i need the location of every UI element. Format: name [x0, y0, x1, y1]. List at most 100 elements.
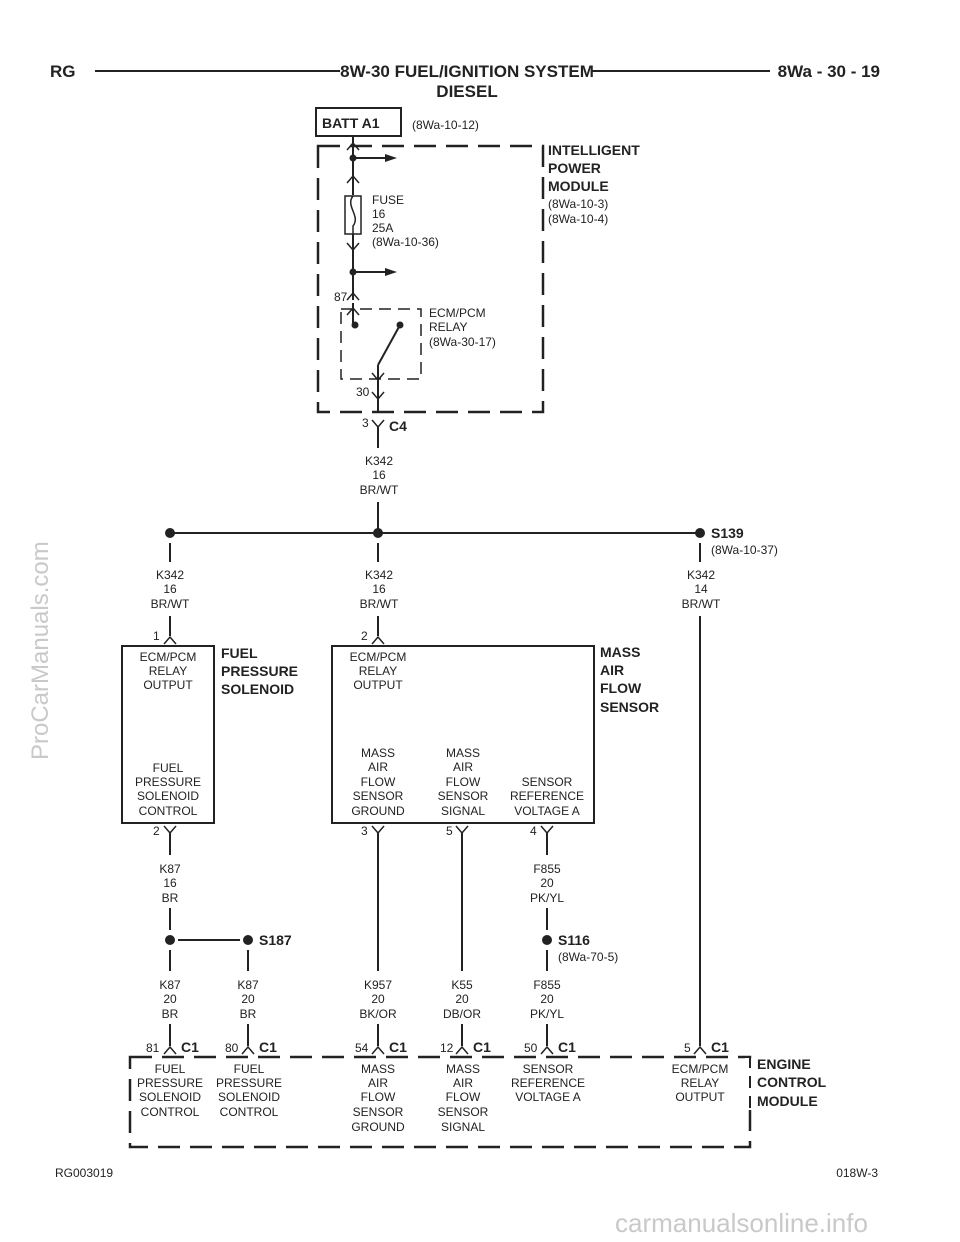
ecm-5-1: ECM/PCM	[672, 1062, 729, 1076]
fuse-element	[350, 195, 356, 234]
fps-name-3: SOLENOID	[221, 681, 294, 697]
ecm-5-3: OUTPUT	[675, 1090, 725, 1104]
f855-bot-circuit: F855	[533, 978, 561, 992]
wire-top-gauge: 16	[372, 468, 386, 482]
relay-chevron-30a	[371, 372, 385, 382]
k957-gauge: 20	[371, 992, 385, 1006]
maf-pin5-chevron	[455, 825, 469, 835]
maf-pin3: 3	[361, 824, 368, 838]
batt-a1-ref: (8Wa-10-12)	[412, 118, 479, 132]
c1-81-chevron	[163, 1045, 177, 1055]
c1-54-chevron	[371, 1045, 385, 1055]
wire-left-circuit: K342	[156, 568, 184, 582]
fuse-number: 16	[372, 207, 386, 221]
ipm-name-3: MODULE	[548, 178, 609, 194]
maf-gnd-4: SENSOR	[353, 789, 404, 803]
ecm-80-2: PRESSURE	[216, 1076, 282, 1090]
ecm-81-2: PRESSURE	[137, 1076, 203, 1090]
fps-out-4: CONTROL	[139, 804, 198, 818]
k87-16-gauge: 16	[163, 876, 177, 890]
ecm-54-5: GROUND	[351, 1120, 405, 1134]
ecm-81-1: FUEL	[155, 1062, 186, 1076]
header-left: RG	[50, 62, 76, 81]
f855-top-gauge: 20	[540, 876, 554, 890]
batt-a1-label: BATT A1	[322, 115, 380, 131]
relay-chevron-30b	[371, 391, 385, 401]
ecm-12-2: AIR	[453, 1076, 473, 1090]
fuse-ref: (8Wa-10-36)	[372, 235, 439, 249]
c1-pin-50: 50	[524, 1041, 538, 1055]
fps-in-3: OUTPUT	[143, 678, 193, 692]
maf-name-2: AIR	[600, 662, 624, 678]
ecm-12-1: MASS	[446, 1062, 480, 1076]
maf-sig-3: FLOW	[446, 775, 481, 789]
k87-a-gauge: 20	[163, 992, 177, 1006]
s116-label: S116	[558, 932, 590, 948]
ecm-80-4: CONTROL	[220, 1105, 279, 1119]
wire-mid-circuit: K342	[365, 568, 393, 582]
fps-pin1-chevron	[163, 635, 177, 645]
f855-bot-color: PK/YL	[530, 1007, 564, 1021]
ipm-chevron-4	[346, 291, 360, 301]
batt-a1-box	[315, 107, 402, 137]
ecm-81-3: SOLENOID	[139, 1090, 201, 1104]
ecm-boundary	[128, 1055, 752, 1149]
k87-b-color: BR	[240, 1007, 257, 1021]
c1-label-12: C1	[473, 1039, 491, 1055]
ecm-54-3: FLOW	[361, 1090, 396, 1104]
maf-gnd-2: AIR	[368, 760, 388, 774]
relay-boundary	[340, 308, 422, 380]
ecm-12-5: SIGNAL	[441, 1120, 485, 1134]
ipm-boundary	[316, 144, 545, 414]
fps-pin1: 1	[153, 629, 160, 643]
ipm-ref-2: (8Wa-10-4)	[548, 212, 608, 226]
maf-in-2: RELAY	[359, 664, 397, 678]
maf-pin2: 2	[361, 629, 368, 643]
ecm-50-3: VOLTAGE A	[515, 1090, 581, 1104]
maf-pin2-chevron	[371, 635, 385, 645]
footer-right: 018W-3	[836, 1166, 878, 1180]
maf-ref-1: SENSOR	[522, 775, 573, 789]
s139-label: S139	[711, 525, 744, 541]
k87-16-circuit: K87	[159, 862, 181, 876]
fps-out-2: PRESSURE	[135, 775, 201, 789]
ecm-54-1: MASS	[361, 1062, 395, 1076]
ecm-name-2: CONTROL	[757, 1074, 827, 1090]
s187-splice	[243, 935, 253, 945]
maf-pin3-chevron	[371, 825, 385, 835]
watermark-bottom: carmanualsonline.info	[615, 1208, 868, 1238]
s187-label: S187	[259, 932, 292, 948]
s116-splice	[542, 935, 552, 945]
k55-gauge: 20	[455, 992, 469, 1006]
maf-ref-2: REFERENCE	[510, 789, 584, 803]
header-subtitle: DIESEL	[436, 82, 497, 101]
maf-box	[331, 645, 595, 824]
wire-mid-gauge: 16	[372, 582, 386, 596]
maf-pin4-chevron	[540, 825, 554, 835]
s139-splice	[695, 528, 705, 538]
k87-a-circuit: K87	[159, 978, 181, 992]
c1-pin-12: 12	[440, 1041, 454, 1055]
c4-chevron	[371, 419, 385, 429]
relay-switch-arm	[377, 324, 401, 366]
relay-label-1: ECM/PCM	[429, 306, 486, 320]
maf-ref-3: VOLTAGE A	[514, 804, 580, 818]
fps-name-2: PRESSURE	[221, 663, 298, 679]
c1-80-chevron	[241, 1045, 255, 1055]
wire-right-circuit: K342	[687, 568, 715, 582]
c1-label-54: C1	[389, 1039, 407, 1055]
fuse-label: FUSE	[372, 193, 404, 207]
c1-pin-54: 54	[355, 1041, 369, 1055]
maf-name-1: MASS	[600, 644, 640, 660]
c1-50-chevron	[540, 1045, 554, 1055]
maf-sig-2: AIR	[453, 760, 473, 774]
ecm-81-4: CONTROL	[141, 1105, 200, 1119]
k957-color: BK/OR	[359, 1007, 397, 1021]
relay-chevron-87	[346, 306, 360, 316]
bus-splice-left	[165, 528, 175, 538]
ipm-arrow-1	[385, 154, 397, 162]
watermark-side: ProCarManuals.com	[27, 541, 54, 760]
maf-in-3: OUTPUT	[353, 678, 403, 692]
ipm-chevron-2	[346, 174, 360, 184]
